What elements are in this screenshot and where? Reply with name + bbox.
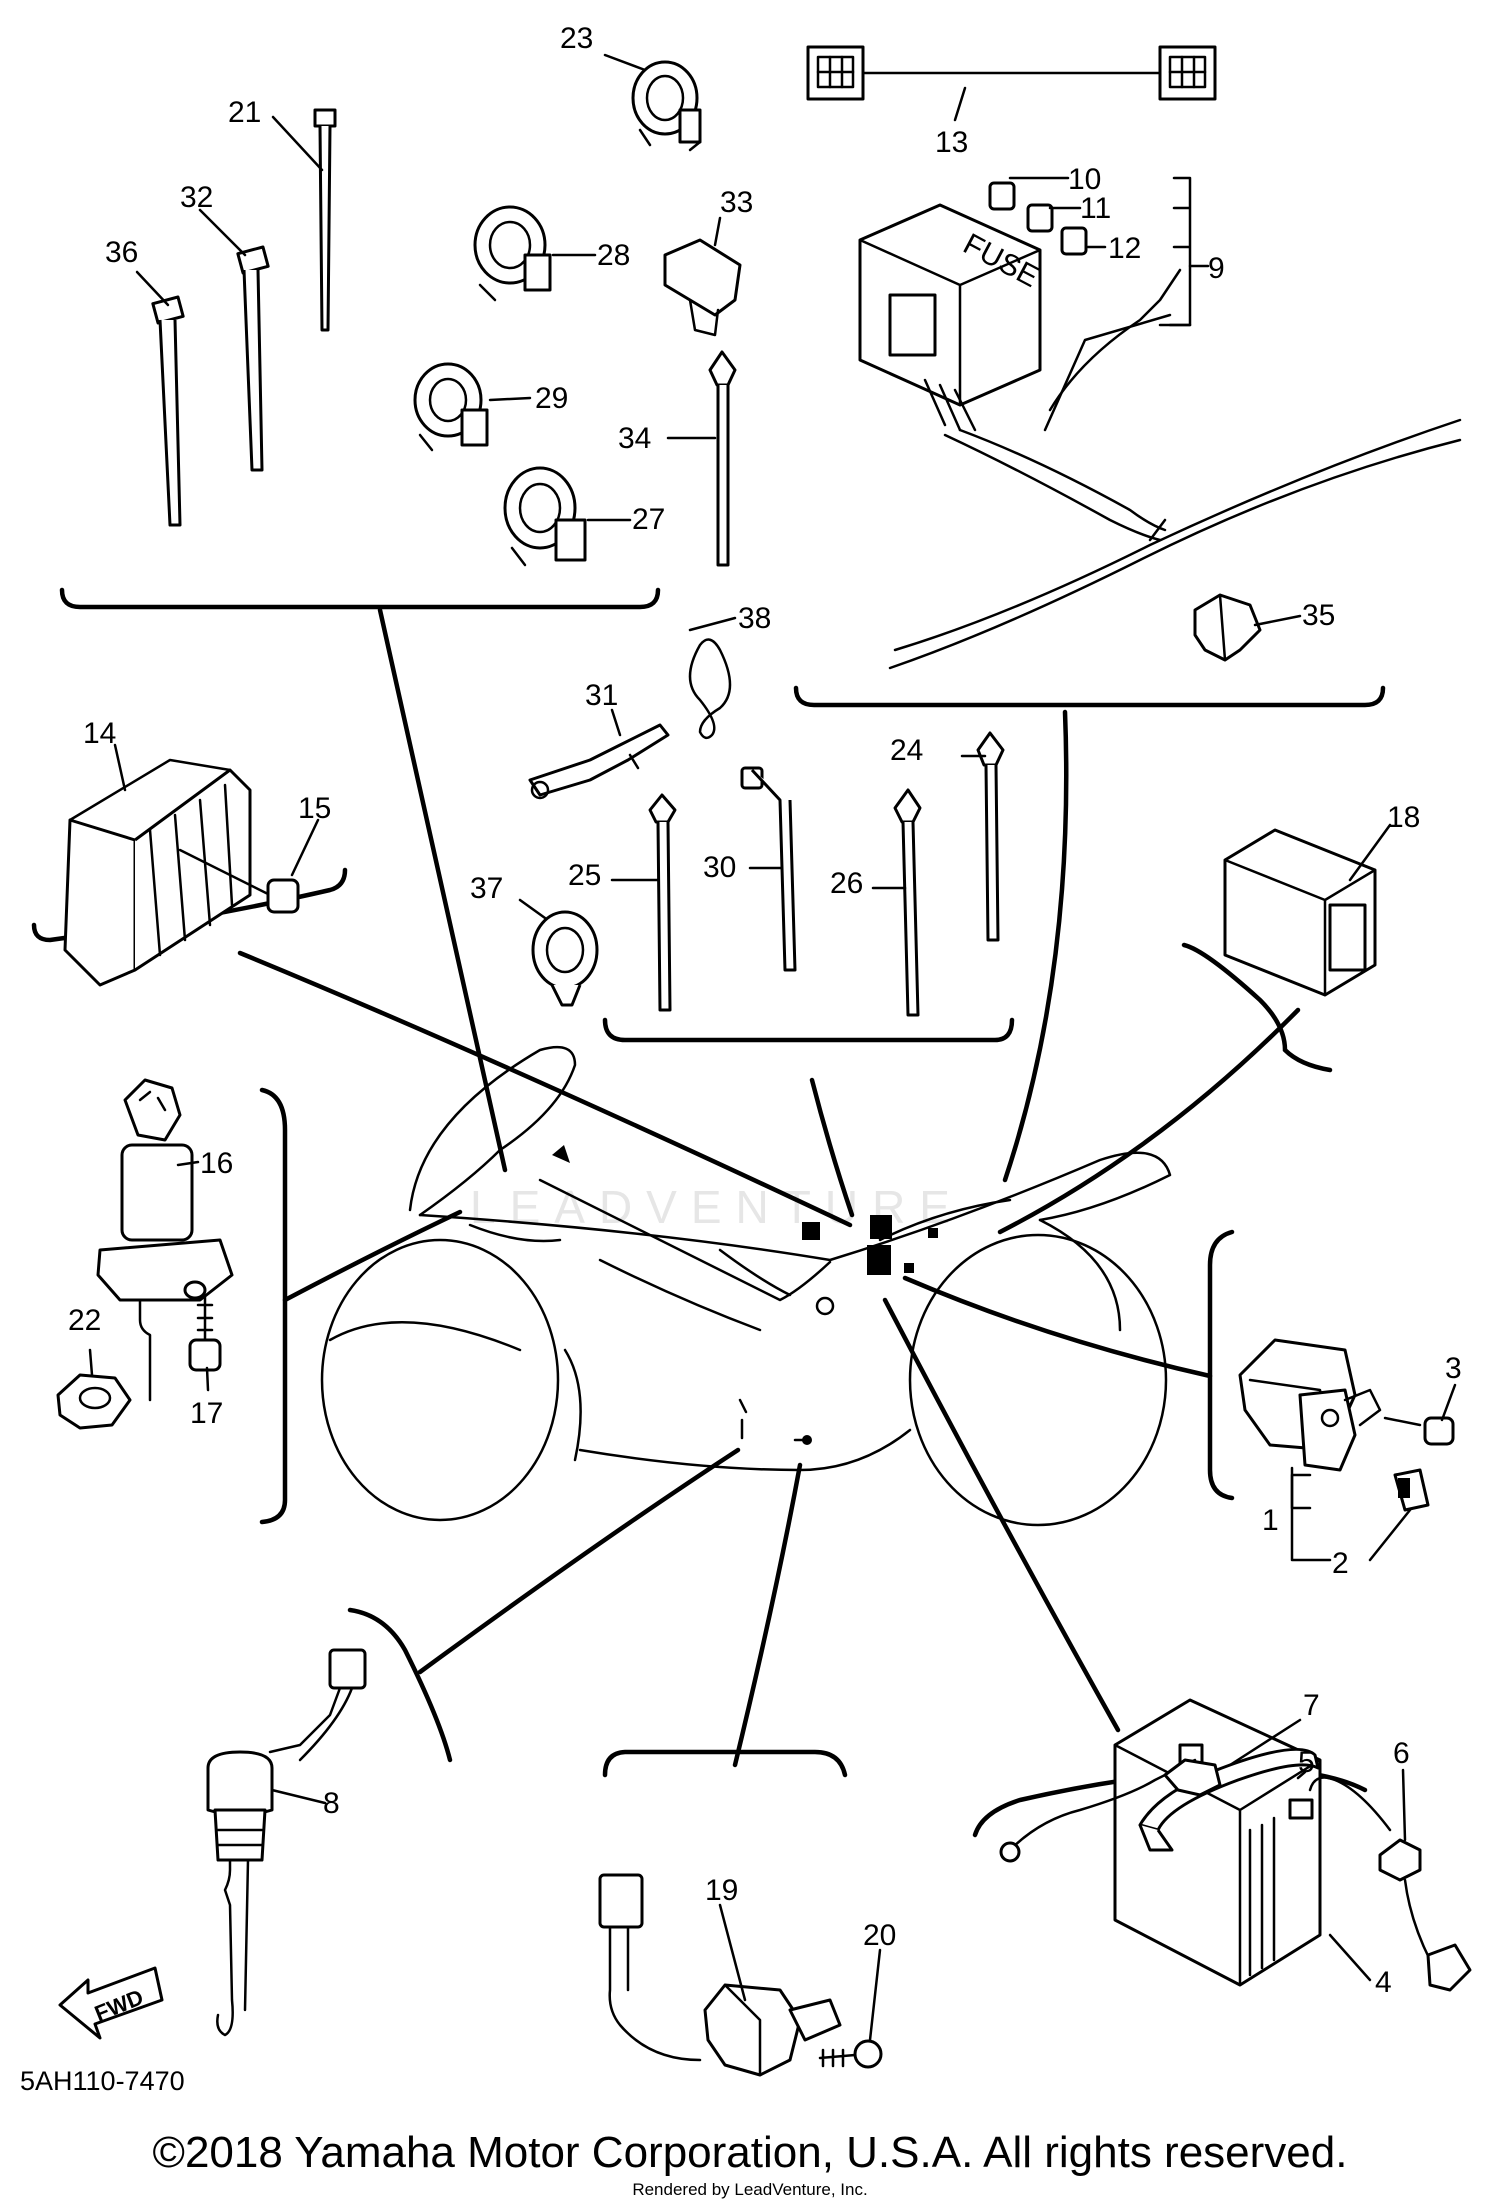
callout-4: 4 — [1375, 1966, 1392, 1999]
callout-35: 35 — [1302, 599, 1335, 632]
part-clamp-27 — [503, 466, 587, 567]
callout-21: 21 — [228, 96, 261, 129]
callout-20: 20 — [863, 1919, 896, 1952]
callout-6: 6 — [1393, 1737, 1410, 1770]
callout-5: 5 — [1298, 1746, 1315, 1779]
part-wire-lead-31 — [528, 723, 670, 800]
part-cable-tie-34 — [708, 350, 737, 567]
part-wire-harness — [888, 268, 1462, 670]
callout-26: 26 — [830, 867, 863, 900]
callout-31: 31 — [585, 679, 618, 712]
callout-22: 22 — [68, 1304, 101, 1337]
diagram-code: 5AH110-7470 — [20, 2066, 185, 2096]
callout-9: 9 — [1208, 252, 1225, 285]
part-cable-tie-36 — [151, 295, 185, 527]
part-relay-18 — [1223, 828, 1377, 997]
part-screw-17 — [188, 1293, 222, 1372]
part-fuse-12 — [1060, 226, 1088, 256]
part-clip-35 — [1193, 593, 1262, 662]
callout-38: 38 — [738, 602, 771, 635]
callout-1: 1 — [1262, 1504, 1279, 1537]
part-bolt-3 — [1383, 1416, 1455, 1446]
part-clip-33 — [663, 238, 742, 337]
callout-7: 7 — [1303, 1689, 1320, 1722]
callout-28: 28 — [597, 239, 630, 272]
callout-29: 29 — [535, 382, 568, 415]
part-fuse-box-9: FUSE — [858, 203, 1044, 432]
copyright-notice: ©2018 Yamaha Motor Corporation, U.S.A. A… — [152, 2128, 1348, 2177]
callout-12: 12 — [1108, 232, 1141, 265]
callout-2: 2 — [1332, 1547, 1349, 1580]
part-fuse-10 — [988, 181, 1016, 211]
callout-13: 13 — [935, 126, 968, 159]
callout-15: 15 — [298, 792, 331, 825]
callout-27: 27 — [632, 503, 665, 536]
part-band-30 — [740, 766, 797, 972]
part-regulator-14 — [63, 758, 252, 987]
part-clamp-29 — [413, 362, 489, 452]
part-clip-38 — [688, 638, 732, 740]
fwd-arrow: FWD — [58, 1966, 164, 2040]
callout-19: 19 — [705, 1874, 738, 1907]
group-callout-lines — [88, 53, 1457, 2042]
part-fuse-11 — [1026, 203, 1054, 233]
callout-24: 24 — [890, 734, 923, 767]
callout-11: 11 — [1080, 192, 1111, 225]
callout-33: 33 — [720, 186, 753, 219]
part-cable-tie-32 — [236, 245, 270, 472]
callout-17: 17 — [190, 1397, 223, 1430]
callout-32: 32 — [180, 181, 213, 214]
part-screw-20 — [818, 2039, 883, 2069]
part-neutral-switch-8 — [206, 1648, 367, 2037]
group-callout-numbers: 1 2 3 4 5 6 7 8 9 10 11 12 13 14 15 16 1… — [68, 22, 1462, 1999]
part-fuse-2 — [1393, 1468, 1430, 1512]
callout-25: 25 — [568, 859, 601, 892]
part-fuse-holder-6 — [1308, 1776, 1472, 1992]
part-clamp-37 — [531, 910, 599, 1007]
part-cable-tie-24 — [976, 731, 1005, 942]
part-coupler-13 — [806, 45, 1217, 101]
part-clamp-23 — [631, 60, 702, 152]
callout-34: 34 — [618, 422, 651, 455]
part-negative-lead-7 — [999, 1758, 1222, 1863]
callout-30: 30 — [703, 851, 736, 884]
part-cable-tie-26 — [893, 788, 922, 1017]
part-starter-relay-1 — [1238, 1338, 1382, 1472]
callout-36: 36 — [105, 236, 138, 269]
part-bolt-15 — [178, 848, 300, 914]
part-clip-22 — [56, 1373, 132, 1430]
part-cable-tie-21 — [313, 108, 337, 332]
callout-10: 10 — [1068, 163, 1101, 196]
callout-18: 18 — [1387, 801, 1420, 834]
part-cable-tie-25 — [648, 793, 677, 1012]
callout-23: 23 — [560, 22, 593, 55]
rendered-by-notice: Rendered by LeadVenture, Inc. — [632, 2180, 868, 2199]
part-clamp-28 — [473, 205, 552, 302]
callout-16: 16 — [200, 1147, 233, 1180]
callout-3: 3 — [1445, 1352, 1462, 1385]
callout-8: 8 — [323, 1787, 340, 1820]
motorcycle-silhouette — [320, 1045, 1172, 1527]
callout-14: 14 — [83, 717, 116, 750]
group-leader-lines — [237, 607, 1301, 1768]
part-sidestand-switch-19 — [598, 1873, 842, 2077]
callout-37: 37 — [470, 872, 503, 905]
part-main-switch-16 — [96, 1078, 234, 1402]
